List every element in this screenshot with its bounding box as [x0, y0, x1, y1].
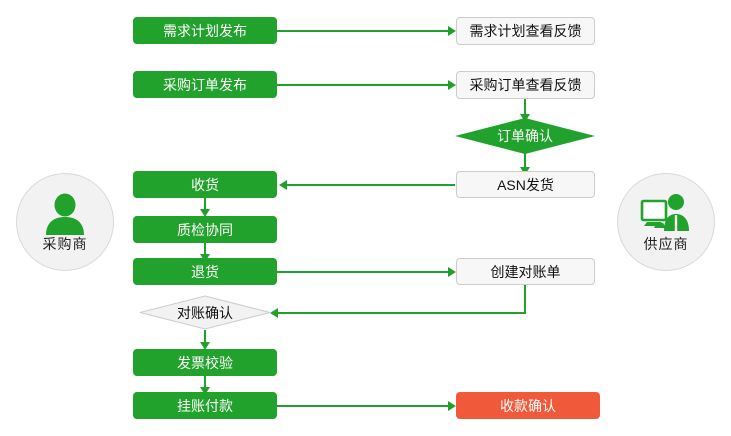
edge-statement-confirm-to-invoice — [204, 330, 206, 345]
edge-po-publish-to-feedback — [277, 84, 449, 86]
node-receipt-confirm[interactable]: 收款确认 — [456, 392, 600, 419]
arrowhead-statement-confirm — [270, 308, 278, 318]
edge-return-to-create-statement — [277, 271, 449, 273]
person-at-computer-icon — [640, 193, 692, 235]
node-invoice-check[interactable]: 发票校验 — [133, 349, 277, 376]
edge-invoice-to-payable — [204, 376, 206, 390]
edge-asn-to-receive-goods — [287, 184, 455, 186]
edge-po-feedback-to-order-confirm — [524, 98, 526, 118]
node-create-statement[interactable]: 创建对账单 — [456, 258, 595, 285]
edge-create-statement-to-confirm — [278, 312, 526, 314]
arrowhead-receipt-confirm — [448, 401, 456, 411]
edge-payable-to-receipt-confirm — [277, 405, 449, 407]
node-demand-plan-publish[interactable]: 需求计划发布 — [133, 17, 277, 44]
node-return-goods[interactable]: 退货 — [133, 258, 277, 285]
edge-demand-plan-publish-to-feedback — [277, 30, 449, 32]
node-po-publish[interactable]: 采购订单发布 — [133, 71, 277, 98]
edge-receive-to-quality — [204, 198, 206, 212]
node-statement-confirm-label: 对账确认 — [177, 304, 233, 321]
actor-buyer: 采购商 — [16, 173, 114, 271]
edge-create-statement-down — [524, 285, 526, 314]
arrowhead-po-feedback — [448, 80, 456, 90]
node-statement-confirm[interactable]: 对账确认 — [139, 295, 271, 330]
arrowhead-create-statement — [448, 267, 456, 277]
node-receive-goods[interactable]: 收货 — [133, 171, 277, 198]
node-po-feedback[interactable]: 采购订单查看反馈 — [456, 71, 595, 99]
arrowhead-payable-payment — [200, 387, 210, 395]
person-icon — [42, 193, 88, 235]
actor-supplier: 供应商 — [617, 173, 715, 271]
node-quality-collab[interactable]: 质检协同 — [133, 216, 277, 243]
edge-order-confirm-to-asn — [524, 153, 526, 171]
node-asn-shipment[interactable]: ASN发货 — [456, 171, 595, 198]
node-demand-plan-feedback[interactable]: 需求计划查看反馈 — [456, 17, 595, 45]
arrowhead-quality-collab — [200, 209, 210, 217]
arrowhead-demand-plan-feedback — [448, 26, 456, 36]
actor-supplier-label: 供应商 — [643, 236, 689, 252]
arrowhead-receive-goods — [279, 180, 287, 190]
node-payable-payment[interactable]: 挂账付款 — [133, 392, 277, 419]
edge-quality-to-return — [204, 243, 206, 257]
node-order-confirm-label: 订单确认 — [497, 128, 553, 144]
arrowhead-invoice-check — [200, 342, 210, 350]
node-order-confirm[interactable]: 订单确认 — [455, 118, 595, 154]
actor-buyer-label: 采购商 — [42, 236, 88, 252]
